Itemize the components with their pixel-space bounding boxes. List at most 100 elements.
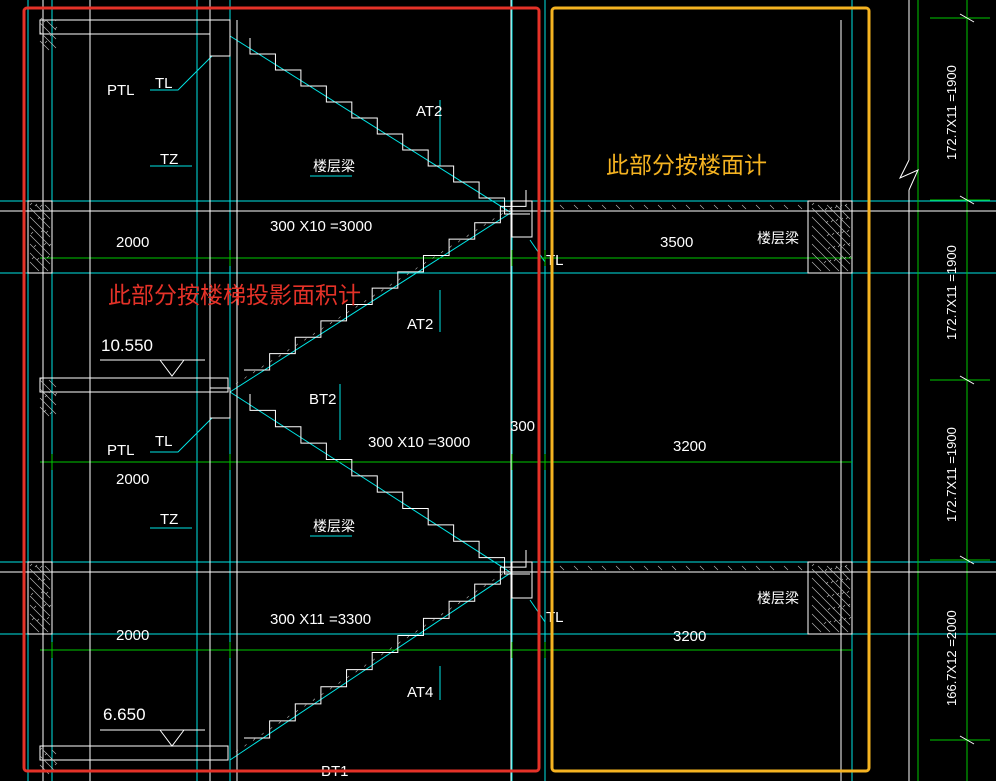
landing-mid-hatch: [54, 392, 58, 396]
beam-right-lower-hatch: [811, 613, 831, 633]
beam-left-upper-hatch: [43, 242, 47, 246]
slab-strip-lower: [657, 565, 663, 571]
beam-left-lower-hatch: [29, 622, 40, 633]
at4-label: AT4: [407, 684, 433, 701]
dim-slash-3: [959, 555, 975, 565]
flight-at2-mid-hatch: [278, 354, 281, 357]
landing-top-hatch: [45, 19, 57, 31]
break-symbol: [898, 159, 919, 191]
slab-strip-lower: [587, 565, 593, 571]
flight-at2-mid-steps: [244, 190, 527, 371]
beam-right-upper-hatch: [811, 261, 822, 272]
beam-left-lower-hatch: [30, 592, 34, 596]
flight-at4-hatch: [329, 687, 333, 690]
beam-right-upper-hatch: [848, 255, 852, 259]
tl-label-mid-1: TL: [546, 252, 564, 269]
slab-strip-lower: [601, 565, 607, 571]
flight-at2-mid-hatch: [295, 343, 299, 347]
beam-left-lower-hatch: [29, 613, 49, 633]
stair-projection-area-box: [22, 6, 541, 773]
ptl-label-mid: PTL: [107, 442, 135, 459]
beam-right-upper-hatch: [835, 204, 851, 220]
flight-at4-hatch: [244, 744, 247, 747]
slab-strip-lower: [559, 565, 565, 571]
landing-top-hatch: [54, 26, 58, 30]
landing-top-hatch: [39, 40, 50, 51]
slab-strip-upper: [685, 204, 691, 210]
flight-at4-hatch: [372, 658, 375, 662]
beam-left-upper-hatch: [35, 204, 51, 220]
slab-strip-upper: [755, 204, 761, 210]
flight-at2-mid-hatch: [492, 218, 495, 221]
flight-at4-hatch: [261, 732, 264, 736]
at2-label-top: AT2: [416, 103, 442, 120]
beam-right-lower-hatch: [823, 621, 827, 625]
beam-right-lower-hatch: [844, 565, 851, 572]
flight-at2-mid-hatch: [372, 294, 375, 297]
beam-right-upper-hatch: [845, 216, 849, 220]
floor-area-note: 此部分按楼面计: [606, 153, 767, 179]
slab-strip-upper: [573, 204, 579, 210]
flight-at4-hatch: [363, 664, 367, 667]
tz-label-mid: TZ: [160, 511, 178, 528]
landing-low-hatch: [42, 749, 57, 764]
flight-at4-soffit: [229, 571, 513, 761]
beam-left-lower-hatch: [33, 605, 37, 609]
beam-right-upper-hatch: [837, 244, 841, 248]
elevation-6650: 6.650: [103, 705, 146, 724]
bt2-label: BT2: [309, 391, 337, 408]
landing-top-hatch: [39, 17, 43, 21]
flight-at2-mid-soffit: [229, 211, 513, 393]
slab-strip-upper: [741, 204, 747, 210]
beam-left-lower-hatch: [29, 577, 51, 599]
landing-top: [39, 19, 211, 35]
flight-at4-hatch: [423, 624, 427, 627]
flight-at2-mid-hatch: [406, 272, 410, 276]
beam-right-lower-hatch: [811, 563, 815, 567]
slab-strip-lower: [685, 565, 691, 571]
beam-right-lower-hatch: [827, 607, 831, 611]
flight-at2-mid-hatch: [329, 321, 333, 325]
dim-3500-label: 3500: [660, 234, 693, 251]
beam-left-lower-hatch: [31, 617, 35, 621]
concrete-hatch: [29, 17, 852, 775]
tl-beam-lower: [511, 561, 533, 599]
slab-strip-upper: [783, 204, 789, 210]
floor-beam-label-right-2: 楼层梁: [757, 590, 799, 606]
beam-left-lower-hatch: [42, 578, 46, 582]
flight-at2-mid-hatch: [398, 278, 401, 281]
vertical-dim-label-2: 172.7X11 =1900: [944, 245, 959, 340]
flight-at4-hatch: [432, 618, 435, 622]
beam-right-upper-hatch: [817, 204, 851, 238]
flight-at2-top-steps: [249, 38, 530, 215]
slab-strip-lower: [629, 565, 635, 571]
flight-at2-mid-hatch: [509, 207, 512, 210]
flight-at2-mid-hatch: [483, 223, 487, 227]
beam-right-lower-hatch: [833, 619, 837, 623]
beam-left-upper-hatch: [33, 244, 37, 248]
beam-left-lower-hatch: [43, 603, 47, 607]
flight-bt2-soffit: [229, 391, 511, 573]
beam-right-upper: [807, 200, 853, 274]
flight-at4-hatch: [406, 635, 410, 639]
slab-strip-upper: [797, 204, 803, 210]
flight-at2-mid-hatch: [363, 299, 367, 303]
beam-right-lower-hatch: [811, 577, 851, 617]
landing-mid-hatch: [48, 390, 52, 394]
slab-strip-lower: [727, 565, 733, 571]
flight-at2-mid-hatch: [338, 316, 341, 319]
beam-left-upper-hatch: [29, 216, 51, 238]
landing-top-hatch: [39, 22, 57, 40]
slab-strip-upper: [629, 204, 635, 210]
beam-right-lower-hatch: [811, 622, 822, 633]
step-dim-label-3: 300 X11 =3300: [270, 611, 371, 628]
dim-2000-label-2: 2000: [116, 471, 149, 488]
landing-mid: [39, 377, 229, 393]
beam-right-lower-hatch: [831, 593, 835, 597]
slab-strip-lower: [797, 565, 803, 571]
flight-at2-mid-hatch: [457, 239, 461, 243]
tl-label-low: TL: [546, 609, 564, 626]
dim-2000-label-1: 2000: [116, 234, 149, 251]
beam-right-lower-hatch: [839, 565, 843, 569]
flight-at4-hatch: [457, 601, 461, 605]
